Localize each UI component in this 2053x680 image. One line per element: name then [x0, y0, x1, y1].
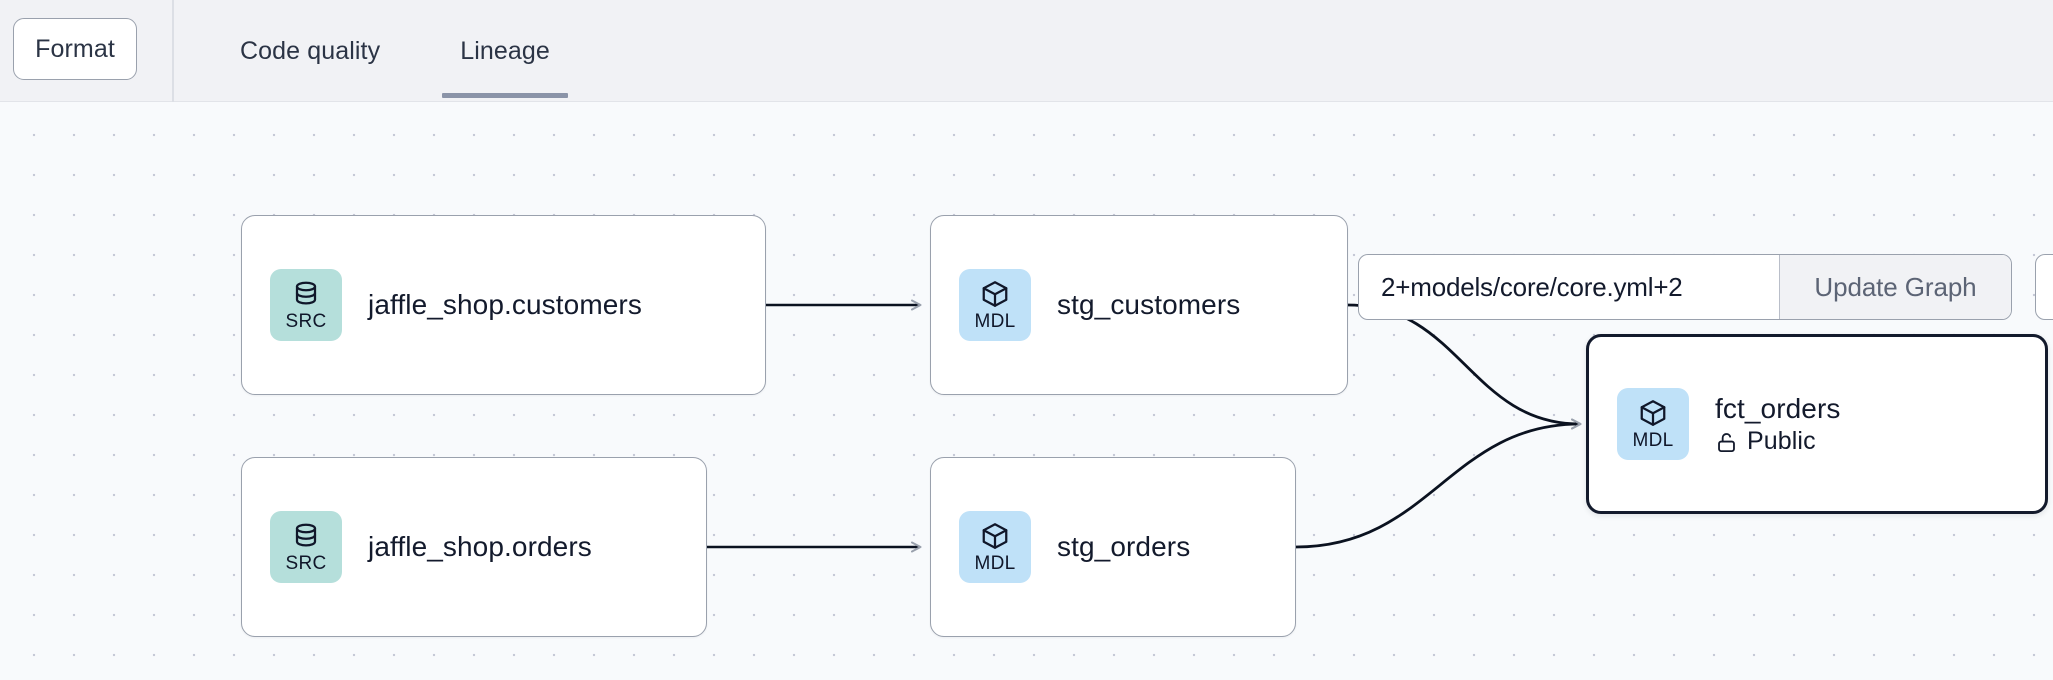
- node-kind-label: MDL: [974, 311, 1016, 332]
- graph-selector-control: Update Graph: [1358, 254, 2012, 320]
- node-body: stg_orders: [1057, 530, 1190, 563]
- node-kind-label: SRC: [285, 311, 327, 332]
- tab-lineage[interactable]: Lineage: [420, 0, 590, 102]
- format-button[interactable]: Format: [13, 18, 137, 80]
- node-kind-badge-src: SRC: [270, 269, 342, 341]
- node-title: stg_orders: [1057, 531, 1191, 563]
- lineage-node-fct-orders[interactable]: MDL fct_orders Public: [1586, 334, 2048, 514]
- graph-selector-input[interactable]: [1359, 255, 1779, 319]
- lineage-node-stg-orders[interactable]: MDL stg_orders: [930, 457, 1296, 637]
- toolbar: Format Code quality Lineage: [0, 0, 2053, 102]
- node-title: jaffle_shop.orders: [368, 531, 592, 563]
- node-access-label: Public: [1747, 427, 1816, 456]
- node-title: stg_customers: [1057, 289, 1241, 321]
- toolbar-divider: [172, 0, 174, 102]
- offscreen-control-partial[interactable]: [2035, 254, 2053, 320]
- edge-stg-orders-to-fct-orders: [1295, 418, 1582, 549]
- node-kind-badge-src: SRC: [270, 511, 342, 583]
- cube-icon: [982, 523, 1008, 549]
- node-body: stg_customers: [1057, 288, 1240, 321]
- node-access: Public: [1715, 428, 1841, 456]
- node-kind-label: MDL: [1632, 430, 1674, 451]
- edge-stg-customers-to-fct-orders: [1347, 303, 1582, 430]
- lineage-canvas[interactable]: SRC jaffle_shop.customers MDL stg_custom…: [0, 102, 2053, 680]
- tab-code-quality[interactable]: Code quality: [240, 36, 381, 65]
- node-title: fct_orders: [1715, 393, 1841, 425]
- cube-icon: [982, 281, 1008, 307]
- node-title: jaffle_shop.customers: [368, 289, 642, 321]
- tab-bar: Code quality Lineage: [200, 0, 590, 102]
- node-kind-badge-mdl: MDL: [959, 511, 1031, 583]
- update-graph-button[interactable]: Update Graph: [1779, 255, 2011, 319]
- node-kind-badge-mdl: MDL: [959, 269, 1031, 341]
- node-kind-badge-mdl: MDL: [1617, 388, 1689, 460]
- database-icon: [295, 281, 317, 305]
- lineage-node-stg-customers[interactable]: MDL stg_customers: [930, 215, 1348, 395]
- cube-icon: [1640, 400, 1666, 426]
- database-icon: [295, 523, 317, 547]
- unlock-icon: [1718, 432, 1735, 452]
- node-kind-label: MDL: [974, 553, 1016, 574]
- node-body: fct_orders Public: [1715, 392, 1841, 456]
- node-kind-label: SRC: [285, 553, 327, 574]
- node-body: jaffle_shop.customers: [368, 288, 642, 321]
- lineage-node-jaffle-shop-customers[interactable]: SRC jaffle_shop.customers: [241, 215, 766, 395]
- node-body: jaffle_shop.orders: [368, 530, 592, 563]
- lineage-node-jaffle-shop-orders[interactable]: SRC jaffle_shop.orders: [241, 457, 707, 637]
